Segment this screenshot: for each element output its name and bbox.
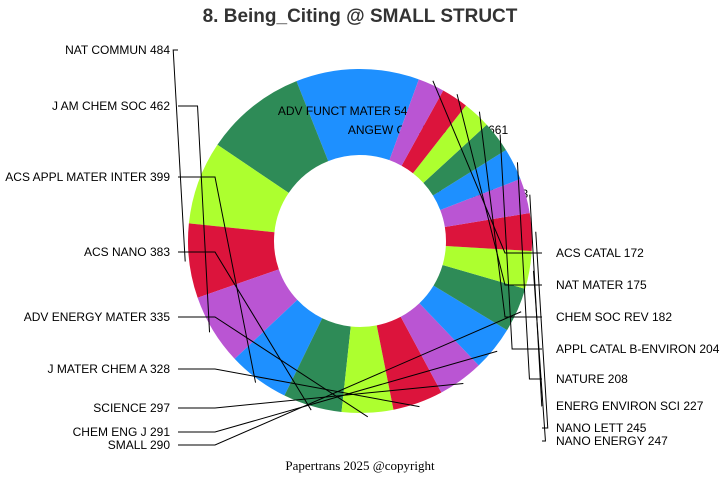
slice-label-15: NATURE 208 [556,372,628,386]
leader-line-6 [178,251,312,411]
slice-label-6: ACS NANO 383 [84,245,170,259]
leader-line-13 [535,231,549,429]
footer-copyright: Papertrans 2025 @copyright [285,458,435,473]
slice-1 [217,81,329,193]
slice-label-11: SMALL 290 [108,438,171,452]
slice-label-4: J AM CHEM SOC 462 [52,99,170,113]
leader-line-11 [178,311,522,446]
slice-4 [197,269,298,359]
slice-label-10: CHEM ENG J 291 [73,425,171,439]
slice-10 [419,285,508,366]
leader-line-7 [178,316,369,418]
leader-line-17 [478,111,542,318]
slice-13 [444,213,532,252]
slice-label-14: ENERG ENVIRON SCI 227 [556,399,704,413]
slice-label-5: ACS APPL MATER INTER 399 [5,170,170,184]
leader-line-18 [456,94,542,286]
slice-label-2: ADV FUNCT MATER 542 [278,104,415,118]
leader-line-4 [178,105,211,333]
slice-9 [400,303,479,393]
slice-label-18: NAT MATER 175 [556,278,647,292]
leader-line-19 [432,80,542,254]
slice-label-3: NAT COMMUN 484 [65,43,170,57]
slice-2 [188,144,289,233]
slice-0 [296,69,419,162]
leader-line-14 [529,194,543,407]
slice-17 [412,105,487,183]
slice-label-9: SCIENCE 297 [93,401,170,415]
leader-line-16 [499,134,542,350]
slice-19 [389,79,444,166]
slice-8 [376,316,442,410]
leader-line-15 [516,162,542,380]
slice-7 [341,325,394,413]
leader-line-9 [178,382,464,409]
slice-label-8: J MATER CHEM A 328 [48,362,171,376]
slice-16 [423,124,506,196]
slice-label-7: ADV ENERGY MATER 335 [24,310,171,324]
slice-label-19: ACS CATAL 172 [556,246,644,260]
leader-line-10 [178,350,498,433]
leader-line-3 [172,49,186,262]
slice-label-13: NANO LETT 245 [556,421,647,435]
slice-label-17: CHEM SOC REV 182 [556,310,672,324]
slice-label-16: APPL CATAL B-ENVIRON 204 [556,342,720,356]
chart-title: 8. Being_Citing @ SMALL STRUCT [202,6,518,27]
slice-5 [234,299,323,396]
leader-line-5 [178,176,257,383]
slice-6 [284,318,351,413]
slice-11 [433,264,526,331]
slice-14 [440,178,530,228]
slice-18 [401,90,466,174]
slice-3 [188,223,279,298]
slice-15 [432,149,521,210]
slice-12 [442,246,532,289]
slice-label-12: NANO ENERGY 247 [556,434,668,448]
